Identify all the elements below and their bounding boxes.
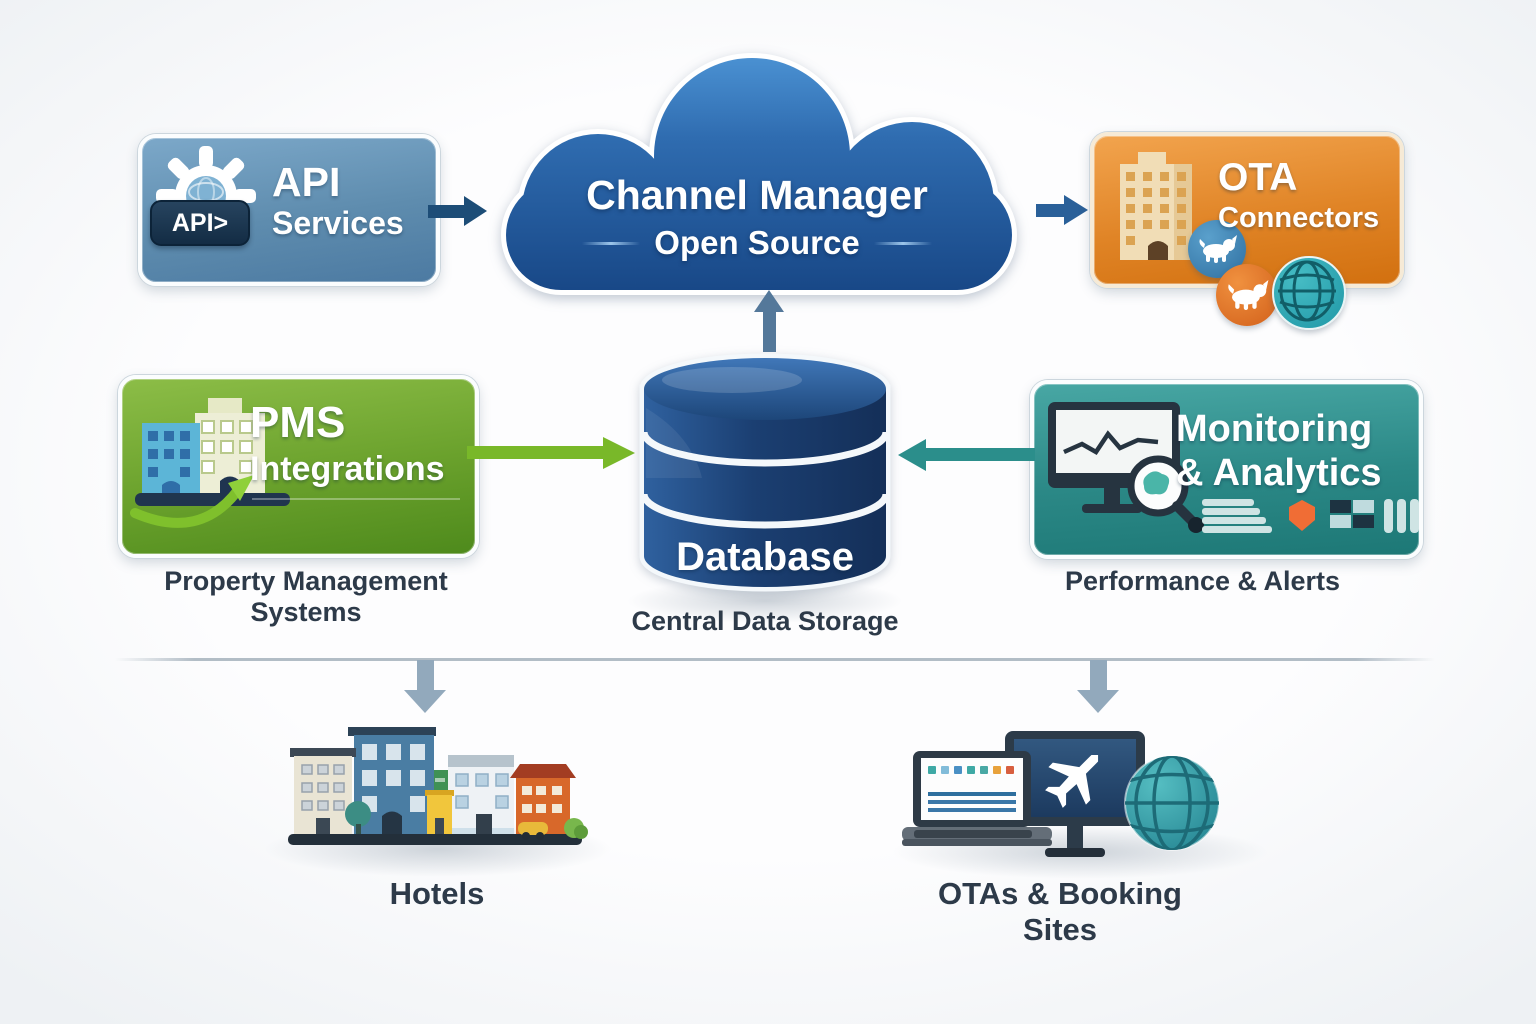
laptop-icon [902,751,1052,846]
api-services-box [138,134,440,286]
pms-title: PMS [250,398,346,447]
monitoring-title: Monitoring [1176,408,1373,450]
hotels-label: Hotels [389,876,485,911]
cloud-subtitle-row: Open Source [507,224,1007,262]
booking-globe-icon [1124,755,1220,851]
column-bars-icon [1384,499,1419,533]
pms-caption: Property Management Systems [164,566,448,627]
monitor-chart-icon [1048,402,1204,533]
database-caption: Central Data Storage [631,606,899,636]
api-subtitle: Services [272,205,404,241]
database-title: Database [676,535,854,579]
monitoring-caption: Performance & Alerts [1064,566,1341,596]
connector-animal-icon-2 [1216,264,1278,326]
grid-squares-icon [1330,500,1374,528]
report-bars-icon [1202,499,1272,533]
api-title: API [272,159,341,205]
monitoring-subtitle: & Analytics [1176,452,1382,494]
ota-title: OTA [1218,156,1298,199]
alert-drop-icon [1289,500,1315,531]
globe-icon [1272,256,1346,330]
api-badge: API> [150,200,250,246]
cloud-title: Channel Manager [586,172,928,218]
pms-subtitle: Integrations [250,450,445,488]
ota-subtitle: Connectors [1218,202,1380,234]
pms-underline [252,498,460,500]
city-buildings-icon [288,727,588,845]
dash-left [582,241,641,245]
pms-buildings-icon [130,398,290,528]
dash-right [873,241,932,245]
magnifier-icon [1127,455,1204,533]
cloud-subtitle: Open Source [654,224,860,261]
hotel-building-icon [1120,152,1192,260]
analytics-mini-icons [1202,499,1419,533]
monitor-plane-icon [1005,731,1145,857]
otas-label: OTAs & Booking Sites [938,876,1182,947]
cloud-shape [501,53,1017,295]
database-cylinder-icon [639,353,891,592]
divider-line [115,658,1435,661]
otas-illustration [902,731,1220,857]
